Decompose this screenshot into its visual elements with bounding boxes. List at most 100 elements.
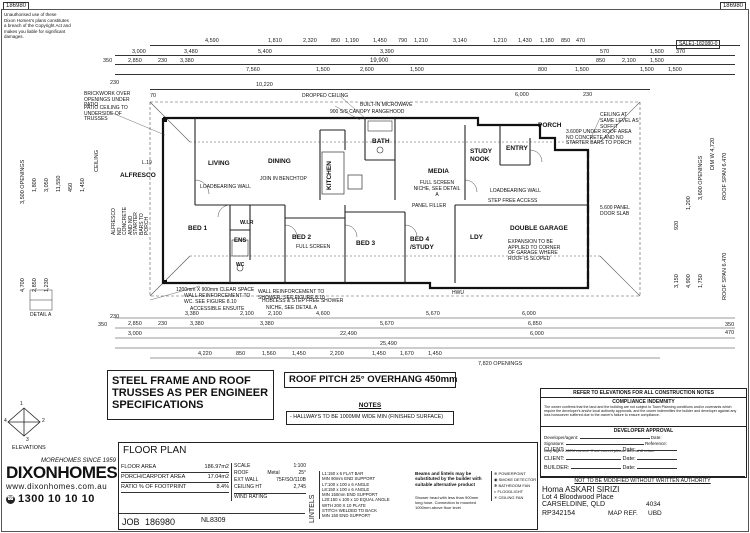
elevation-mark: 3 — [26, 437, 29, 443]
roof-pitch-value: 25° — [298, 470, 306, 476]
note-wall-reinf-2: WALL REINFORCEMENT TO SHOWER. SEE FIGURE… — [258, 289, 325, 301]
room-living: LIVING — [208, 160, 230, 167]
dim-bot-4: 850 — [236, 351, 246, 357]
dim-top-1: 850 — [561, 38, 571, 44]
sheet-frame — [1, 9, 749, 532]
lintel-item: WITH 200 X 10 PLATE — [322, 502, 366, 508]
dim-left: 70 — [150, 93, 157, 99]
lintel-item: L1:150 x 6 FLAT BAR — [322, 471, 364, 476]
elevation-mark: 2 — [42, 418, 45, 424]
note-ceiling-soffit: CEILING AT SAME LEVEL AS SOFFIT — [600, 112, 639, 130]
dim-bot-4: 2,200 — [330, 351, 344, 357]
note-alfresco: ALFRESCO NO CONCRETE AND NO STARTER BARS… — [111, 206, 150, 235]
lintel-item: L8:150 x 100 x 6 ANGLE — [322, 486, 370, 492]
phone-icon: ☎ — [6, 494, 15, 504]
room-bath: BATH — [372, 138, 390, 145]
ceiling-label: CEILING HT — [234, 484, 263, 490]
dim-top-1: 2,320 — [303, 38, 317, 44]
dim-bot-4: 1,450 — [428, 351, 442, 357]
dim-top-3: 850 — [596, 58, 606, 64]
dim-top-5: 10,220 — [256, 82, 273, 88]
dim-top-2: 3,390 — [380, 49, 394, 55]
brand-tagline: MOREHOMES SINCE 1959 — [40, 458, 116, 464]
room-entry: ENTRY — [506, 145, 528, 152]
note-accessible: ACCESSIBLE ENSUITE — [190, 306, 245, 312]
note-slab: 5.600 PANEL DOOR SLAB — [600, 205, 630, 217]
notes-item: - HALLWAYS TO BE 1000MM WIDE MIN (FINISH… — [290, 414, 444, 420]
dim-top-4: 1,500 — [640, 67, 654, 73]
room-media: MEDIA — [428, 168, 449, 175]
powerpoint-icon: ⊕ — [494, 471, 499, 476]
dim-top-3: 230 — [158, 58, 168, 64]
not-modified: NOT TO BE MODIFIED WITHOUT WRITTEN AUTHO… — [574, 478, 711, 484]
map-ref-label: MAP REF. — [608, 510, 638, 517]
room-wc: WC — [236, 262, 245, 268]
compliance-title: COMPLIANCE INDEMNITY — [612, 399, 675, 405]
dim-top-2: 1,500 — [650, 49, 664, 55]
dim-top-1: 1,210 — [493, 38, 507, 44]
lintel-item: MIN 150 END SUPPORT — [322, 513, 371, 519]
copyright-line: damages. — [4, 34, 24, 39]
porch-area-value: 17.04m2 — [207, 474, 229, 480]
brand-name: DIXONHOMES — [6, 463, 118, 482]
room-double-garage: DOUBLE GARAGE — [510, 225, 568, 232]
brand-web: www.dixonhomes.com.au — [6, 482, 108, 491]
dim-top-2: 5,400 — [258, 49, 272, 55]
client-name: Homa ASKARI SIRIZI — [542, 485, 620, 494]
date-label: Date: — [622, 465, 636, 471]
brand-block: MOREHOMES SINCE 1959 DIXONHOMES www.dixo… — [6, 458, 118, 528]
note-patio-ceiling: PATIO CEILING TO UNDERSIDE OF TRUSSES — [84, 105, 128, 122]
room-bed1: BED 1 — [188, 225, 208, 232]
dim-line — [115, 64, 735, 65]
dim-bot-1: 3,380 — [185, 311, 199, 317]
dim-top-1: 1,450 — [373, 38, 387, 44]
note-clear-space: 1200mm X 900mm CLEAR SPACE — [176, 287, 255, 293]
note-brickwork: BRICKWORK OVER OPENINGS UNDER PATIO — [84, 91, 131, 108]
client-label: CLIENT — [544, 447, 563, 453]
dim-top-1: 1,810 — [268, 38, 282, 44]
map-ref-value: UBD — [648, 510, 662, 517]
dim-top-4: 1,500 — [316, 67, 330, 73]
dim-top-4: 1,500 — [668, 67, 682, 73]
dim-bot-left: 350 — [98, 322, 108, 328]
dim-bot-1: 5,670 — [426, 311, 440, 317]
lot-address: Lot 4 Bloodwood Place — [542, 494, 614, 501]
postcode: 4034 — [646, 501, 661, 508]
lintel-item: STITCH WELDED TO BACK — [322, 508, 377, 514]
smoke-detector-icon: ◉ — [494, 477, 499, 482]
dim-line — [150, 89, 650, 90]
lintel-item: MIN 90mm END SUPPORT — [322, 476, 376, 482]
lintels-label: LINTELS — [309, 494, 316, 523]
note-step-free: STEP FREE ACCESS — [488, 198, 538, 204]
dim-bot-1: 2,100 — [240, 311, 254, 317]
dim-bot-left: 230 — [110, 314, 120, 320]
lintel-item: L7:100 x 100 x 6 ANGLE — [322, 481, 370, 487]
dim-top-1: 1,190 — [345, 38, 359, 44]
wind-label: WIND RATING — [234, 494, 268, 500]
dim-overall-bot: 25,490 — [380, 341, 397, 347]
dim-top-2: 3,000 — [132, 49, 146, 55]
dim-bot-2: 6,850 — [528, 321, 542, 327]
dim-bot-2: 5,670 — [380, 321, 394, 327]
floor-plan-title: FLOOR PLAN — [123, 445, 187, 456]
elevation-mark: 1 — [20, 401, 23, 407]
ext-wall-label: EXT WALL — [234, 477, 259, 483]
room-ens: ENS — [234, 238, 247, 244]
dim-top-3: 1,500 — [650, 58, 664, 64]
note-slope: EXPANSION TO BE APPLIED TO CORNER OF GAR… — [508, 239, 561, 262]
dim-bot-1: 6,000 — [522, 311, 536, 317]
dim-bot-2: 230 — [158, 321, 168, 327]
steel-frame-box: STEEL FRAME AND ROOF TRUSSES AS PER ENGI… — [107, 370, 274, 420]
note-garage: 3.600P UNDER ROOF AREA NO CONCRETE AND N… — [566, 129, 632, 146]
room-study-nook: STUDY NOOK — [470, 148, 492, 163]
dim-top-1: 1,210 — [414, 38, 428, 44]
dim-bot-4: 1,450 — [372, 351, 386, 357]
dim-left: 350 — [103, 58, 113, 64]
notes-box: - HALLWAYS TO BE 1000MM WIDE MIN (FINISH… — [286, 411, 454, 425]
note-full-screen-niche: FULL SCREEN NICHE, SEE DETAIL A — [413, 180, 461, 198]
room-bed3: BED 3 — [356, 240, 376, 247]
lintel-item: MIN 150mm END SUPPORT — [322, 492, 378, 498]
roof-label: ROOF — [234, 470, 249, 476]
